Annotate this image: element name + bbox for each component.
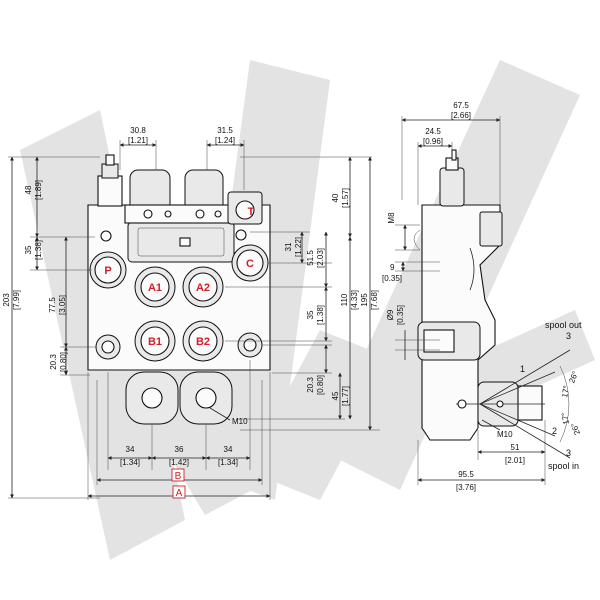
- lever-pos-2: 2: [552, 426, 557, 436]
- lever-cap: [517, 385, 543, 421]
- dim-35-left: 35: [24, 245, 33, 254]
- dim-48: 48: [24, 185, 33, 194]
- dim-34-left: 34: [126, 445, 135, 454]
- port-a1: [134, 266, 176, 308]
- dim-203-in: [7.99]: [12, 290, 21, 310]
- dim-20-3-left-in: [0.80]: [59, 352, 68, 372]
- dim-label-a: A: [176, 488, 183, 499]
- side-relief-valve: [439, 167, 465, 207]
- port-label-a2: A2: [196, 282, 210, 294]
- port-a2: [182, 266, 224, 308]
- dim-51-in: [2.01]: [505, 456, 525, 465]
- dim-34-right: 34: [224, 445, 233, 454]
- dim-110-in: [4.33]: [350, 290, 359, 310]
- lever-angle-diagram: 3 spool out 1 2 3 spool in 26° 17° 17° 2…: [479, 320, 582, 471]
- port-b1: [134, 320, 176, 362]
- dim-95-5: 95.5: [458, 470, 474, 479]
- port-label-b1: B1: [148, 336, 162, 348]
- thread-m8: M8: [387, 212, 396, 224]
- dim-top-31-5-in: [1.24]: [215, 136, 235, 145]
- dim-45: 45: [331, 391, 340, 400]
- dim-34-right-in: [1.34]: [218, 458, 238, 467]
- dim-36-in: [1.42]: [169, 458, 189, 467]
- dim-195: 195: [360, 293, 369, 307]
- dim-top-31-5: 31.5: [217, 126, 233, 135]
- dim-67-5-in: [2.66]: [451, 111, 471, 120]
- dim-48-in: [1.89]: [34, 180, 43, 200]
- dim-top-30-8: 30.8: [130, 126, 146, 135]
- dim-20-3-right: 20.3: [306, 377, 315, 393]
- dim-35-right-in: [1.38]: [316, 305, 325, 325]
- thread-m10-side: M10: [497, 430, 513, 439]
- port-b2: [182, 320, 224, 362]
- port-c: [231, 244, 269, 282]
- port-label-a1: A1: [148, 282, 162, 294]
- dim-9: 9: [390, 263, 395, 272]
- dim-dia9: Ø9: [386, 309, 395, 320]
- dim-35-left-in: [1.38]: [34, 240, 43, 260]
- angle-26-top: 26°: [567, 370, 580, 384]
- relief-valve: [97, 175, 123, 207]
- dim-20-3-right-in: [0.80]: [316, 375, 325, 395]
- dim-77-5-in: [3.05]: [58, 295, 67, 315]
- dim-31: 31: [284, 242, 293, 251]
- dim-67-5: 67.5: [453, 101, 469, 110]
- dim-77-5: 77.5: [48, 297, 57, 313]
- dim-label-b: B: [175, 471, 182, 482]
- port-label-b2: B2: [196, 336, 210, 348]
- lever-pos-3-top: 3: [566, 331, 571, 341]
- lever-pos-1: 1: [520, 364, 525, 374]
- dim-34-left-in: [1.34]: [120, 458, 140, 467]
- dim-40-in: [1.57]: [341, 188, 350, 208]
- port-label-p: P: [104, 265, 111, 277]
- dim-24-5: 24.5: [425, 127, 441, 136]
- dim-45-in: [1.77]: [341, 386, 350, 406]
- dim-51-5-in: [2.03]: [316, 248, 325, 268]
- thread-m10-front: M10: [232, 417, 248, 426]
- dim-top-30-8-in: [1.21]: [128, 136, 148, 145]
- dim-24-5-in: [0.96]: [423, 137, 443, 146]
- dim-35-right: 35: [306, 310, 315, 319]
- dim-203: 203: [2, 293, 11, 307]
- angle-26-bottom: 26°: [569, 422, 582, 436]
- port-label-t: T: [248, 206, 255, 218]
- label-spool-in: spool in: [548, 461, 579, 471]
- port-label-c: C: [246, 258, 254, 270]
- dim-110: 110: [340, 293, 349, 306]
- angle-17-top: 17°: [560, 385, 571, 398]
- side-t-fitting: [479, 211, 503, 247]
- label-spool-out: spool out: [545, 320, 582, 330]
- dim-195-in: [7.68]: [370, 290, 379, 310]
- angle-17-bottom: 17°: [560, 412, 571, 425]
- dim-20-3-left: 20.3: [49, 354, 58, 370]
- front-view: P A1 A2 B1 B2 C T 30.8 [1.21] 31.5 [1.24…: [2, 126, 380, 500]
- dim-40: 40: [331, 193, 340, 202]
- dim-95-5-in: [3.76]: [456, 483, 476, 492]
- dim-label-a-box: [172, 485, 186, 499]
- dim-label-b-box: [171, 468, 185, 482]
- port-p: [89, 251, 127, 289]
- dim-51: 51: [511, 443, 520, 452]
- dim-36: 36: [175, 445, 184, 454]
- dim-9-in: [0.35]: [382, 274, 402, 283]
- lever-pos-3-bottom: 3: [566, 448, 571, 458]
- dim-51-5: 51.5: [306, 250, 315, 266]
- dim-31-in: [1.22]: [294, 237, 303, 257]
- side-view: 67.5 [2.66] 24.5 [0.96] M8 9 [0.35] Ø9 […: [382, 101, 582, 492]
- dim-dia9-in: [0.35]: [396, 305, 405, 325]
